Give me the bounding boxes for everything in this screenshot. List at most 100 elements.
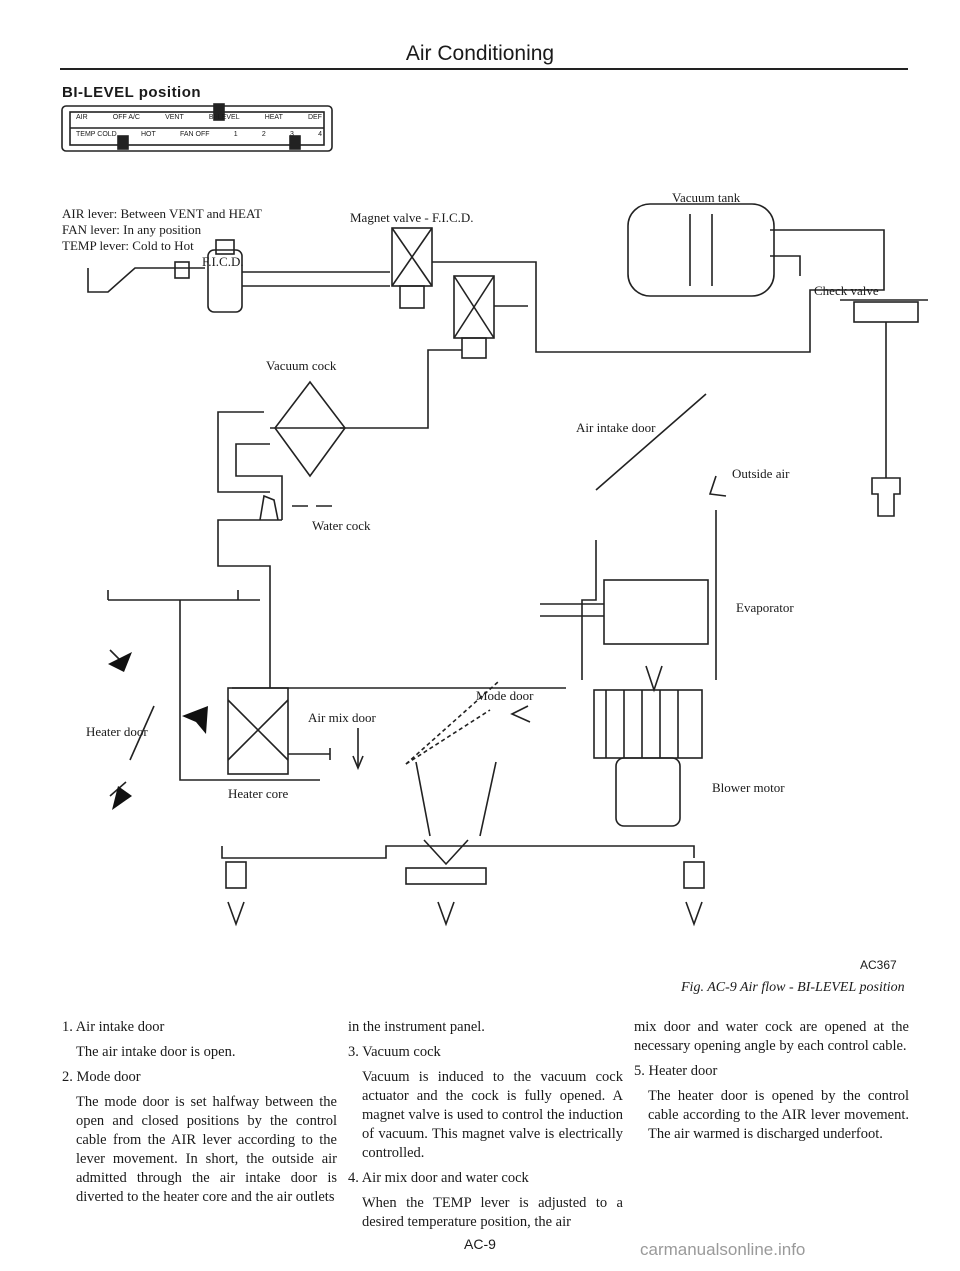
mode-door-arrow xyxy=(510,705,531,723)
center-outlet-arrow xyxy=(437,901,455,927)
vacuum-tank xyxy=(627,203,775,297)
heater-door xyxy=(129,705,155,761)
air-intake-door xyxy=(595,393,707,491)
left-outlet-arrow xyxy=(227,901,245,927)
heater-duct-flanges xyxy=(107,590,239,632)
control-panel-row2: TEMP COLD HOT FAN OFF 1 2 3 4 xyxy=(76,131,322,138)
control-panel-row2-3: 3 xyxy=(289,131,294,138)
label-mode-door: Mode door xyxy=(476,688,534,703)
center-flow-arrow xyxy=(423,839,469,866)
item-3-text: Vacuum is induced to the vacuum cock act… xyxy=(362,1069,623,1161)
ficd-connector xyxy=(174,261,190,279)
magnet-valve-base xyxy=(461,337,487,359)
label-vacuum-tank: Vacuum tank xyxy=(672,190,741,205)
control-panel-frame xyxy=(61,105,333,152)
distribution-duct xyxy=(221,845,695,859)
figure-caption: Fig. AC-9 Air flow - BI-LEVEL position xyxy=(681,980,905,995)
heater-door-flow-upper xyxy=(108,652,132,672)
water-cock-pipe xyxy=(217,519,282,688)
vacuum-line-main xyxy=(432,229,885,353)
control-panel-row2-hot: HOT xyxy=(140,131,156,138)
right-outlet-arrow xyxy=(685,901,703,927)
label-water-cock: Water cock xyxy=(312,518,371,533)
item-4-continued: mix door and water cock are opened at th… xyxy=(634,1019,909,1054)
label-evaporator: Evaporator xyxy=(736,600,794,615)
heater-unit-left-wall xyxy=(179,632,212,781)
heater-core-fins-2 xyxy=(227,699,289,761)
label-vacuum-cock: Vacuum cock xyxy=(266,358,337,373)
fan-lever-knob xyxy=(289,135,301,150)
header-rule xyxy=(60,68,908,70)
air-lever-knob xyxy=(213,103,225,121)
heater-water-pipe-return xyxy=(235,443,283,520)
evaporator-housing-left xyxy=(581,540,597,680)
section-title: BI-LEVEL position xyxy=(62,84,202,101)
item-4-text: When the TEMP lever is adjusted to a des… xyxy=(362,1195,623,1230)
control-panel-row1-bilevel: BI-LEVEL xyxy=(208,114,240,121)
vacuum-cock-actuator xyxy=(274,380,346,478)
control-panel-row2-4: 4 xyxy=(318,131,322,138)
control-panel-row1-air: AIR xyxy=(76,114,88,121)
item-5-heading: 5. Heater door xyxy=(634,1063,718,1079)
right-outlet xyxy=(683,861,705,889)
lever-note-temp: TEMP lever: Cold to Hot xyxy=(62,238,194,253)
watermark: carmanualsonline.info xyxy=(640,1240,806,1259)
magnet-valve-coil-2 xyxy=(453,275,495,339)
lever-note-fan: FAN lever: In any position xyxy=(62,222,202,237)
control-panel-row2-fan: FAN OFF xyxy=(179,131,210,138)
label-ficd: F.I.C.D. xyxy=(202,254,244,269)
magnet-valve-ficd-coil-2 xyxy=(391,227,433,287)
air-mix-door xyxy=(288,748,331,760)
heater-core xyxy=(227,687,289,775)
water-cock xyxy=(259,494,279,521)
figure-code: AC367 xyxy=(860,958,897,972)
item-1-heading: 1. Air intake door xyxy=(62,1019,165,1035)
blower-fan xyxy=(593,689,703,759)
label-outside-air: Outside air xyxy=(732,466,790,481)
item-1-text: The air intake door is open. xyxy=(76,1044,236,1060)
ficd-cap xyxy=(215,239,235,255)
item-5-text: The heater door is opened by the control… xyxy=(648,1088,909,1142)
control-panel-row1-heat: HEAT xyxy=(264,114,283,121)
engine-connector xyxy=(871,477,901,517)
item-4-heading: 4. Air mix door and water cock xyxy=(348,1170,529,1186)
page-number: AC-9 xyxy=(464,1236,496,1252)
check-valve xyxy=(853,301,919,323)
evaporator-core xyxy=(603,579,709,645)
label-air-mix-door: Air mix door xyxy=(308,710,376,725)
label-heater-door: Heater door xyxy=(86,724,148,739)
body-column-2: in the instrument panel. 3. Vacuum cock … xyxy=(348,1018,623,1238)
air-flow-diagram xyxy=(61,103,928,927)
temp-lever-knob xyxy=(117,135,129,150)
control-panel-row1: AIR OFF A/C VENT BI-LEVEL HEAT DEF xyxy=(76,114,322,121)
blower-motor xyxy=(615,757,681,827)
body-column-3: mix door and water cock are opened at th… xyxy=(634,1018,909,1150)
control-panel-row2-temp: TEMP COLD xyxy=(76,131,117,138)
mode-door-swing xyxy=(405,709,491,765)
ficd-linkage xyxy=(87,267,205,293)
vacuum-line-cock xyxy=(340,349,462,429)
label-check-valve: Check valve xyxy=(814,283,879,298)
evaporator-outflow-arrow xyxy=(645,665,663,693)
control-panel-row1-def: DEF xyxy=(307,114,322,121)
label-air-intake-door: Air intake door xyxy=(576,420,656,435)
item-3-heading: 3. Vacuum cock xyxy=(348,1044,441,1060)
ficd-body xyxy=(207,249,243,313)
vacuum-line-tank xyxy=(770,255,801,276)
center-outlet xyxy=(405,867,487,885)
item-2-text: The mode door is set halfway between the… xyxy=(76,1094,337,1205)
label-heater-core: Heater core xyxy=(228,786,289,801)
body-column-1: 1. Air intake door The air intake door i… xyxy=(62,1018,337,1213)
control-panel-row2-2: 2 xyxy=(261,131,266,138)
label-magnet-valve: Magnet valve - F.I.C.D. xyxy=(350,210,474,225)
lever-note: AIR lever: Between VENT and HEAT FAN lev… xyxy=(62,206,262,254)
item-2-continued: in the instrument panel. xyxy=(348,1019,485,1035)
control-panel-row2-1: 1 xyxy=(233,131,238,138)
page-header-title: Air Conditioning xyxy=(405,42,555,65)
lever-note-air: AIR lever: Between VENT and HEAT xyxy=(62,206,262,221)
air-mix-door-arrowhead xyxy=(352,755,364,771)
control-panel-row1-off: OFF A/C xyxy=(112,114,140,121)
heater-flow-arrow xyxy=(182,706,208,734)
heater-water-pipe-upper xyxy=(217,411,270,493)
label-blower-motor: Blower motor xyxy=(712,780,785,795)
